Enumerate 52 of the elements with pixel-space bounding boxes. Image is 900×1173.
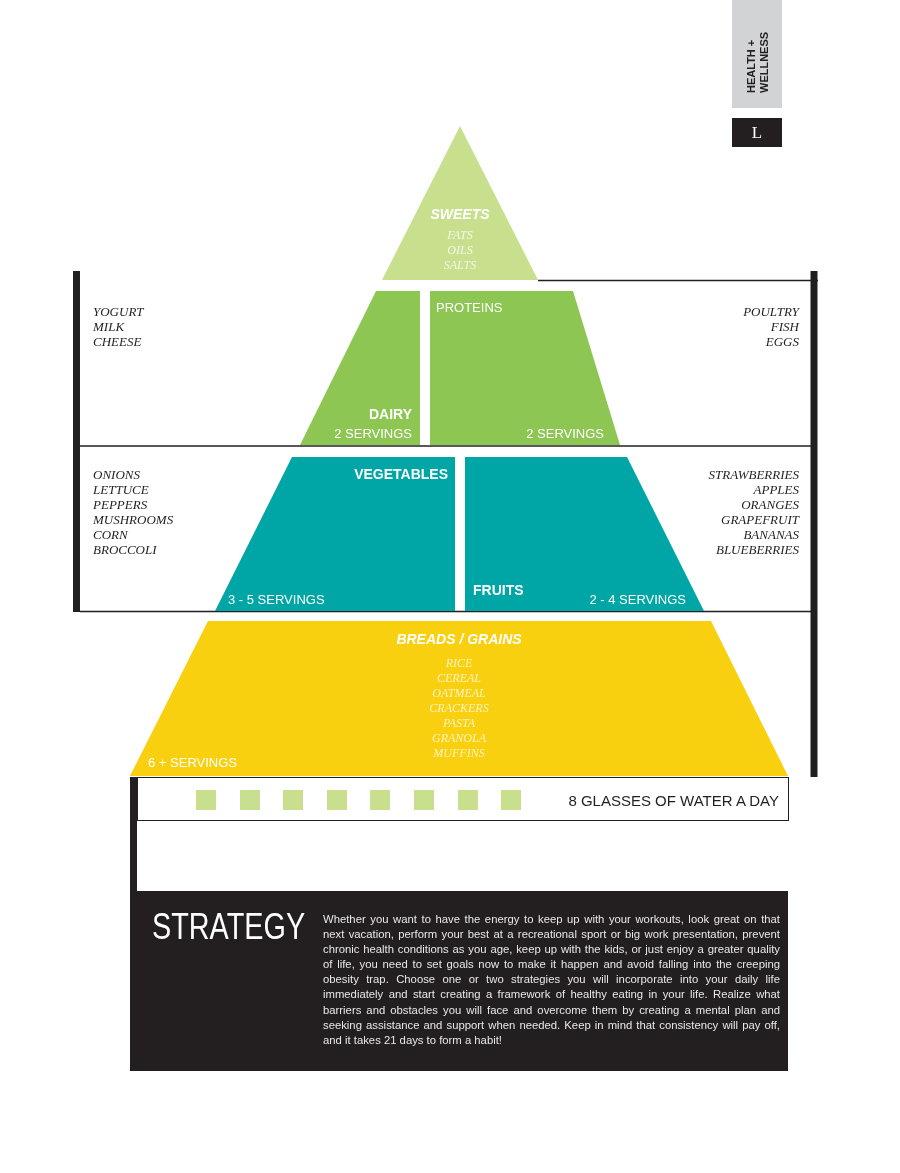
food-item: CRACKERS [428, 702, 490, 716]
food-item: RICE [444, 657, 474, 671]
food-item: BANANAS [743, 528, 799, 543]
food-item: EGGS [765, 335, 799, 350]
food-item: GRANOLA [431, 732, 487, 746]
tier-heading: FRUITS [473, 583, 524, 599]
servings-text: 2 SERVINGS [526, 427, 604, 442]
food-item: FATS [446, 229, 474, 243]
food-item: BLUEBERRIES [715, 543, 799, 558]
tier-heading: SWEETS [429, 207, 491, 223]
servings-text: 6 + SERVINGS [148, 756, 237, 771]
tier-heading: PROTEINS [436, 301, 503, 316]
food-item: ORANGES [741, 498, 799, 513]
tier-heading: DAIRY [368, 407, 412, 423]
food-item: ONIONS [93, 468, 140, 483]
food-item: BROCCOLI [93, 543, 157, 558]
strategy-heading: STRATEGY [152, 907, 306, 947]
food-item: MUSHROOMS [93, 513, 174, 528]
food-item: APPLES [753, 483, 799, 498]
water-bar [137, 777, 789, 821]
pyramid-tier [300, 291, 420, 445]
food-item: PASTA [441, 717, 477, 731]
food-item: CORN [93, 528, 128, 543]
pyramid-tier [465, 457, 704, 611]
tier-heading: BREADS / GRAINS [395, 632, 523, 648]
section-label: HEALTH + WELLNESS [745, 30, 771, 93]
water-text: 8 GLASSES OF WATER A DAY [568, 793, 779, 810]
food-item: FISH [770, 320, 799, 335]
food-item: MUFFINS [432, 747, 486, 761]
food-item: PEPPERS [93, 498, 148, 513]
servings-text: 2 SERVINGS [334, 427, 412, 442]
food-item: CHEESE [93, 335, 142, 350]
strategy-paragraph: Whether you want to have the energy to keep up with your workouts, look great on that next vacation, perform your best at a recreational sport or big work presentation, prevent chronic health conditions as you age, keep up with the kids, or just enjoy a greater quality of life, you need to set goals now to make it happen and avoid falling into the creeping obesity trap. Choose one or two strategies you will incorporate into your daily life immediately and start creating a framework of healthy eating in your life. Realize what barriers and obstacles you will face and overcome them by creating a mental plan and seeking assistance and support when needed. Keep in mind that consistency will pay off, and it takes 21 days to form a habit! [323, 912, 780, 1048]
food-item: LETTUCE [93, 483, 149, 498]
food-item: SALTS [442, 259, 478, 273]
pyramid-tier [430, 291, 620, 445]
food-item: YOGURT [93, 305, 144, 320]
pyramid-tier [215, 457, 455, 611]
food-item: STRAWBERRIES [708, 468, 799, 483]
servings-text: 2 - 4 SERVINGS [589, 593, 686, 608]
food-item: OATMEAL [431, 687, 487, 701]
food-item: POULTRY [743, 305, 799, 320]
section-letter: L [732, 118, 782, 147]
tier-heading: VEGETABLES [354, 467, 448, 483]
pyramid-tier [130, 621, 788, 776]
food-item: OILS [446, 244, 474, 258]
pyramid-tier [382, 126, 538, 280]
food-item: MILK [93, 320, 125, 335]
servings-text: 3 - 5 SERVINGS [228, 593, 325, 608]
strategy-panel [130, 891, 788, 1071]
food-item: GRAPEFRUIT [721, 513, 799, 528]
food-item: CEREAL [436, 672, 482, 686]
